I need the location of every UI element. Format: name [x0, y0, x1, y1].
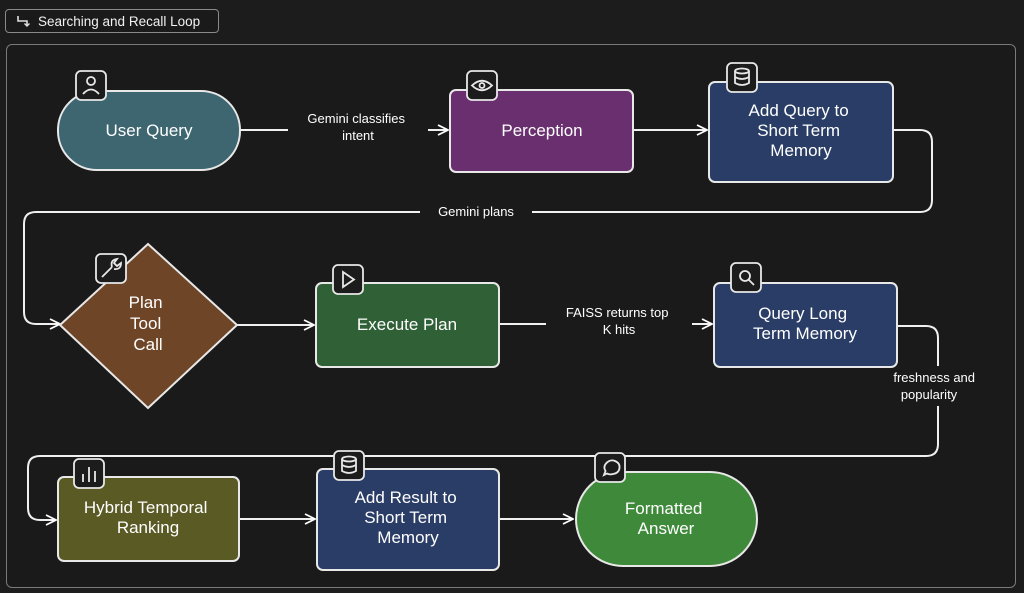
user-icon [75, 70, 107, 101]
database-icon [333, 450, 365, 481]
edge-query-ltm-to-ranking [27, 325, 939, 520]
flow-icon [17, 16, 30, 27]
node-add-query-stm[interactable]: Add Query to Short Term Memory [708, 81, 894, 183]
wrench-icon [95, 253, 127, 284]
node-label: Execute Plan [357, 315, 457, 334]
node-label: Add Result to Short Term Memory [355, 488, 462, 547]
edge-label-freshness: freshness and popularity [893, 370, 978, 402]
node-query-ltm[interactable]: Query Long Term Memory [713, 282, 898, 368]
node-label: Hybrid Temporal Ranking [84, 498, 212, 537]
node-hybrid-ranking[interactable]: Hybrid Temporal Ranking [57, 476, 240, 562]
node-label: Add Query to Short Term Memory [749, 101, 854, 160]
node-perception[interactable]: Perception [449, 89, 634, 173]
node-formatted-answer[interactable]: Formatted Answer [575, 471, 758, 567]
node-execute-plan[interactable]: Execute Plan [315, 282, 500, 368]
node-plan-tool-call[interactable]: Plan Tool Call [58, 242, 239, 410]
search-icon [730, 262, 762, 293]
play-icon [332, 264, 364, 295]
diagram-title: Searching and Recall Loop [38, 13, 201, 29]
edge-label-bg [288, 108, 428, 148]
edge-label-bg [420, 201, 532, 221]
node-label: Query Long Term Memory [753, 304, 857, 343]
edge-label-plans: Gemini plans [438, 204, 514, 219]
edge-label-bg [878, 366, 994, 406]
edge-label-classify: Gemini classifies intent [307, 111, 408, 143]
node-user-query[interactable]: User Query [57, 90, 241, 171]
node-label: User Query [106, 121, 193, 140]
node-label: Perception [501, 121, 582, 140]
edge-label-bg [546, 302, 692, 342]
database-icon [726, 62, 758, 93]
bar-chart-icon [73, 458, 105, 489]
diagram-title-chip[interactable]: Searching and Recall Loop [5, 9, 219, 33]
node-label: Formatted Answer [625, 499, 707, 538]
edge-label-faiss: FAISS returns top K hits [566, 305, 672, 337]
chat-bubble-icon [594, 452, 626, 483]
eye-icon [466, 70, 498, 101]
node-label: Plan Tool Call [129, 293, 168, 354]
node-add-result-stm[interactable]: Add Result to Short Term Memory [316, 468, 500, 571]
